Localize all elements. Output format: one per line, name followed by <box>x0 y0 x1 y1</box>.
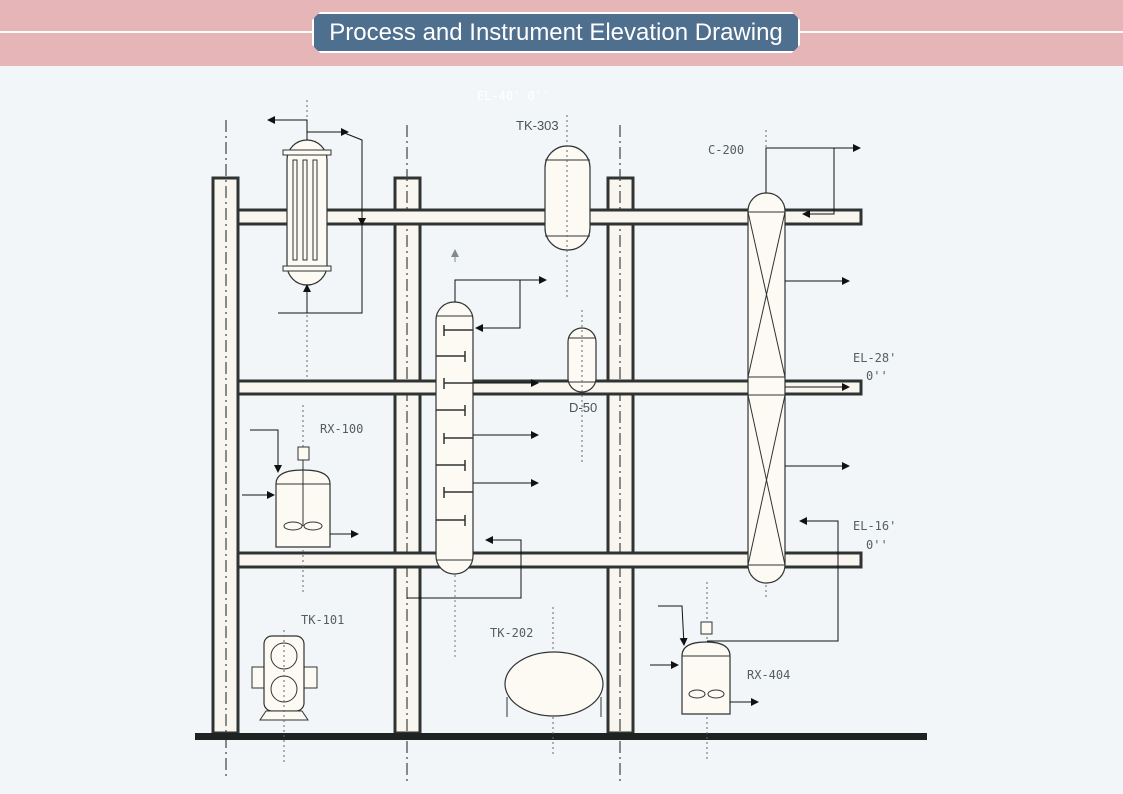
title-box: Process and Instrument Elevation Drawing <box>312 12 800 53</box>
page-title: Process and Instrument Elevation Drawing <box>329 18 783 46</box>
label-el40: EL-40' 0'' <box>477 89 549 103</box>
rx100-piping <box>242 429 359 538</box>
label-el16-line2: 0'' <box>866 538 888 552</box>
steel-column-1 <box>211 120 240 780</box>
tank-tk101 <box>251 630 318 765</box>
label-c200: C-200 <box>708 143 744 157</box>
column-c200 <box>747 130 786 600</box>
rx404-piping <box>650 605 759 706</box>
c200-piping <box>707 144 861 642</box>
drum-d50 <box>567 310 597 462</box>
label-rx100: RX-100 <box>320 422 363 436</box>
steel-column-3 <box>606 125 635 785</box>
beam-elevation-16 <box>236 551 863 569</box>
label-el28-line1: EL-28' <box>853 351 896 365</box>
beam-elevation-28 <box>236 379 863 396</box>
label-tk303: TK-303 <box>516 118 559 133</box>
reactor-rx404 <box>681 582 731 762</box>
label-d50: D-50 <box>569 400 597 415</box>
label-el16-line1: EL-16' <box>853 519 896 533</box>
label-tk101: TK-101 <box>301 613 344 627</box>
label-tk202: TK-202 <box>490 626 533 640</box>
distillation-column <box>435 285 474 660</box>
label-el28-line2: 0'' <box>866 369 888 383</box>
heat-exchanger <box>282 100 332 378</box>
column-piping <box>407 249 547 599</box>
exchanger-piping <box>267 116 366 314</box>
reactor-rx100 <box>275 405 331 595</box>
label-rx404: RX-404 <box>747 668 790 682</box>
ground-slab <box>195 733 927 740</box>
tank-tk303 <box>544 115 591 300</box>
tank-tk202 <box>504 607 604 757</box>
